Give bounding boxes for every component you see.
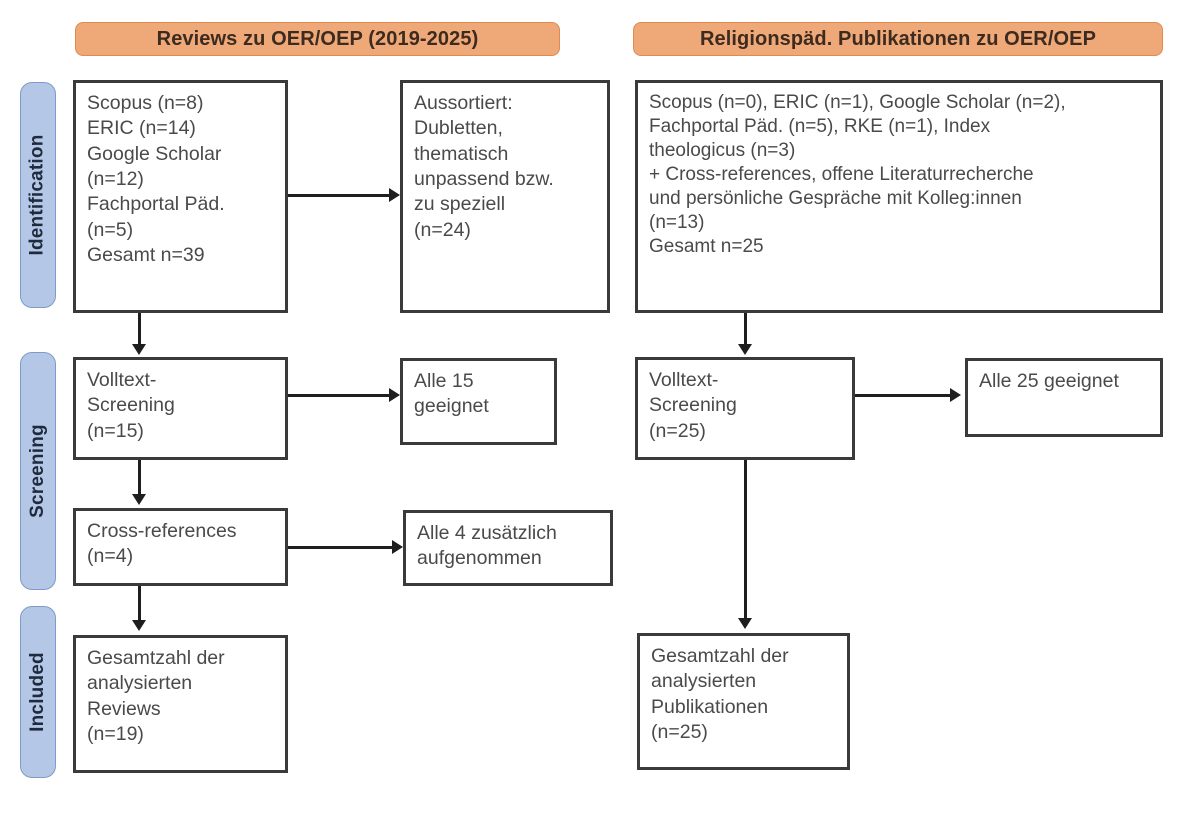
arrowhead-left-screening-to-result <box>389 388 400 402</box>
column-header-religionspaed: Religionspäd. Publikationen zu OER/OEP <box>633 22 1163 56</box>
arrowhead-right-screening-to-included <box>738 618 752 629</box>
stage-label-included: Included <box>27 652 48 732</box>
node-left-fulltext-result: Alle 15 geeignet <box>400 358 557 445</box>
connector-left-screening-to-crossrefs <box>138 460 141 496</box>
arrowhead-left-crossrefs-to-included <box>132 620 146 631</box>
connector-right-screening-to-included <box>744 460 747 620</box>
connector-left-screening-to-result <box>288 394 393 397</box>
stage-pill-screening: Screening <box>20 352 56 590</box>
arrowhead-left-sources-to-excluded <box>389 188 400 202</box>
stage-label-identification: Identification <box>27 134 48 256</box>
arrowhead-right-screening-to-result <box>950 388 961 402</box>
arrowhead-left-screening-to-crossrefs <box>132 494 146 505</box>
node-left-included-total: Gesamtzahl der analysierten Reviews (n=1… <box>73 635 288 773</box>
stage-pill-identification: Identification <box>20 82 56 308</box>
arrowhead-left-sources-to-screening <box>132 344 146 355</box>
connector-left-crossrefs-to-included <box>138 586 141 622</box>
connector-right-sources-to-screening <box>744 313 747 346</box>
node-right-fulltext-result: Alle 25 geeignet <box>965 358 1163 437</box>
connector-left-sources-to-screening <box>138 313 141 346</box>
node-right-included-total: Gesamtzahl der analysierten Publikatione… <box>637 633 850 770</box>
connector-left-crossrefs-to-result <box>288 546 396 549</box>
node-left-excluded: Aussortiert: Dubletten, thematisch unpas… <box>400 80 610 313</box>
node-left-cross-references-result: Alle 4 zusätzlich aufgenommen <box>403 510 613 586</box>
arrowhead-right-sources-to-screening <box>738 344 752 355</box>
connector-left-sources-to-excluded <box>288 194 393 197</box>
node-right-identification-sources: Scopus (n=0), ERIC (n=1), Google Scholar… <box>635 80 1163 313</box>
arrowhead-left-crossrefs-to-result <box>392 540 403 554</box>
stage-label-screening: Screening <box>27 424 49 518</box>
node-left-fulltext-screening: Volltext- Screening (n=15) <box>73 357 288 460</box>
connector-right-screening-to-result <box>855 394 954 397</box>
stage-pill-included: Included <box>20 606 56 778</box>
column-header-reviews: Reviews zu OER/OEP (2019-2025) <box>75 22 560 56</box>
node-right-fulltext-screening: Volltext- Screening (n=25) <box>635 357 855 460</box>
node-left-cross-references: Cross-references (n=4) <box>73 508 288 586</box>
node-left-identification-sources: Scopus (n=8) ERIC (n=14) Google Scholar … <box>73 80 288 313</box>
